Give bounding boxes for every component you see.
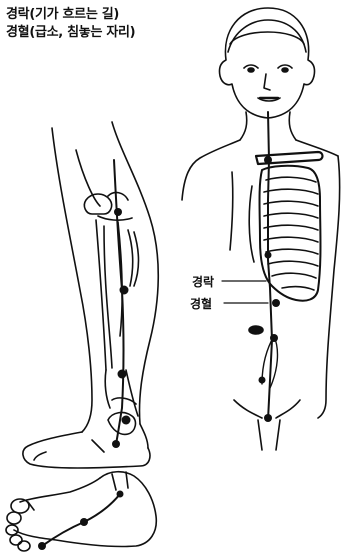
acupoint-foot-instep bbox=[117, 491, 124, 498]
acupoint-torso-abdomen bbox=[270, 334, 278, 342]
human-figure-torso bbox=[182, 8, 340, 450]
acupoint-torso-pelvis bbox=[264, 414, 272, 422]
acupoint-torso-chest bbox=[264, 156, 272, 164]
acupoint-leg-knee bbox=[114, 208, 122, 216]
acupoint-foot-mid bbox=[80, 518, 88, 526]
callout-meridian-label: 경락 bbox=[192, 273, 214, 290]
legend-meridian-line: 경락(기가 흐르는 길) bbox=[6, 6, 135, 24]
legend: 경락(기가 흐르는 길) 경혈(급소, 침놓는 자리) bbox=[6, 6, 135, 42]
acupoint-leg-ankle-lower bbox=[122, 416, 131, 425]
callout-leaders bbox=[222, 281, 268, 303]
callout-acupoint-label: 경혈 bbox=[190, 295, 212, 312]
legend-acupoint-line: 경혈(급소, 침놓는 자리) bbox=[6, 24, 135, 42]
acupoint-leg-heel bbox=[112, 440, 120, 448]
acupoint-foot-toe bbox=[38, 542, 46, 550]
acupoint-torso-lower-abdomen bbox=[259, 377, 266, 384]
acupoint-torso-sternum bbox=[265, 252, 272, 259]
acupoint-leg-ankle-inner bbox=[118, 370, 127, 379]
acupoint-leg-shin bbox=[120, 286, 129, 295]
acupoint-torso-upper-abdomen bbox=[272, 299, 280, 307]
human-figure-foot bbox=[6, 472, 156, 551]
human-figure-leg bbox=[23, 122, 158, 468]
